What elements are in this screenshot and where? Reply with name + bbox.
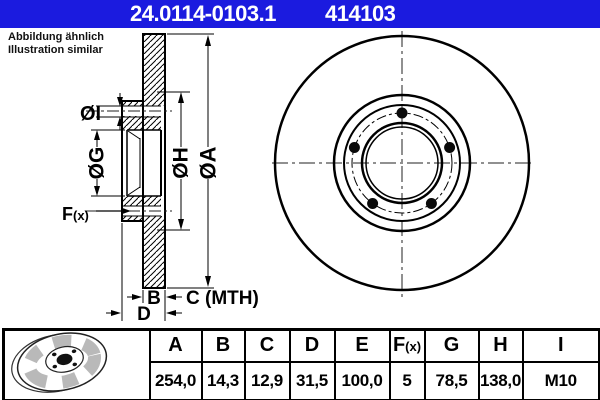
value-B: 14,3 bbox=[200, 360, 246, 400]
disc-plate-outline bbox=[142, 33, 166, 289]
value-A: 254,0 bbox=[148, 360, 203, 400]
label-b: B bbox=[147, 288, 161, 309]
label-dia-a: ØA bbox=[196, 146, 221, 179]
hub-outline bbox=[121, 100, 143, 222]
label-d: D bbox=[137, 304, 151, 325]
value-E: 100,0 bbox=[333, 360, 391, 400]
disc-thumbnail-cell bbox=[2, 328, 151, 400]
center-hole-outer bbox=[360, 121, 444, 205]
table-value-row: 254,0 14,3 12,9 31,5 100,0 5 78,5 138,0 … bbox=[4, 360, 600, 400]
table-header-F: F(x) bbox=[388, 328, 426, 363]
value-D: 31,5 bbox=[288, 360, 336, 400]
label-dia-i: ØI bbox=[80, 103, 101, 125]
label-c: C (MTH) bbox=[186, 288, 259, 309]
dimension-dia-h bbox=[178, 92, 184, 230]
dimension-dia-a bbox=[205, 35, 211, 287]
value-C: 12,9 bbox=[243, 360, 291, 400]
bolt-holes bbox=[348, 107, 456, 209]
center-hole-inner bbox=[365, 126, 439, 200]
outer-diameter-circle bbox=[273, 34, 531, 292]
table-header-row: A B C D E F(x) G H I bbox=[2, 328, 600, 400]
table-header-E: E bbox=[333, 328, 391, 363]
label-dia-g: ØG bbox=[86, 147, 109, 180]
dimension-bcd bbox=[106, 223, 182, 321]
value-I: M10 bbox=[521, 360, 600, 400]
value-F: 5 bbox=[388, 360, 426, 400]
dimension-dia-g bbox=[91, 129, 125, 197]
note-line-english: Illustration similar bbox=[8, 44, 103, 56]
label-f: F(x) bbox=[62, 204, 89, 224]
front-view bbox=[272, 31, 533, 297]
similarity-note: Abbildung ähnlich Illustration similar bbox=[8, 31, 104, 57]
dimension-dia-i bbox=[117, 93, 123, 130]
section-hatch bbox=[122, 34, 165, 288]
section-view: ØI ØG ØH bbox=[62, 33, 259, 325]
hub-circle bbox=[332, 93, 472, 233]
table-header-G: G bbox=[423, 328, 480, 363]
reference-number: 414103 bbox=[325, 1, 396, 26]
header-bar: 24.0114-0103.1 414103 bbox=[0, 0, 600, 28]
table-header-D: D bbox=[288, 328, 336, 363]
hat-step-circle bbox=[343, 104, 461, 222]
table-header-A: A bbox=[148, 328, 203, 363]
table-header-I: I bbox=[521, 328, 600, 363]
part-number: 24.0114-0103.1 bbox=[130, 1, 276, 26]
value-H: 138,0 bbox=[477, 360, 524, 400]
dimension-f bbox=[96, 207, 131, 215]
table-header-B: B bbox=[200, 328, 246, 363]
dimension-table: A B C D E F(x) G H I 254,0 14,3 12,9 31,… bbox=[2, 328, 600, 400]
table-header-C: C bbox=[243, 328, 291, 363]
label-dia-h: ØH bbox=[170, 147, 193, 179]
brake-disc-icon bbox=[10, 332, 107, 393]
table-header-H: H bbox=[477, 328, 524, 363]
note-line-german: Abbildung ähnlich bbox=[8, 31, 104, 43]
center-crosshair bbox=[272, 31, 533, 297]
value-G: 78,5 bbox=[423, 360, 480, 400]
